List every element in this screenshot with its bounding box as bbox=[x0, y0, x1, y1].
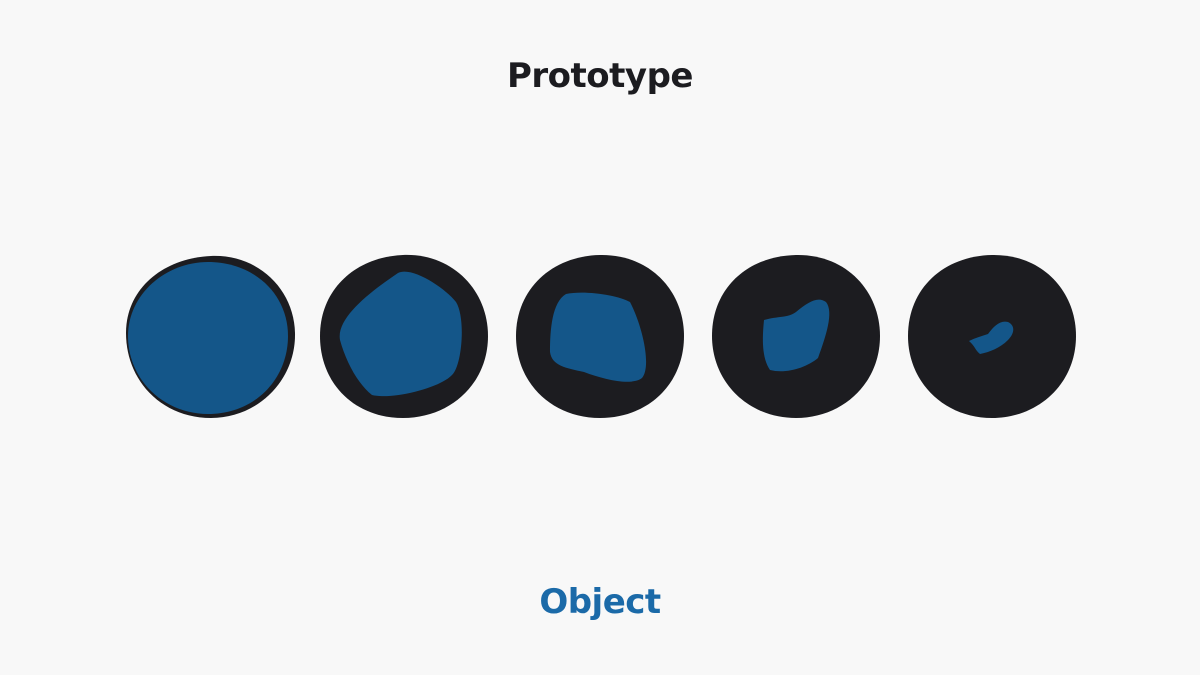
prototype-label: Prototype bbox=[507, 56, 693, 96]
object-shape bbox=[969, 321, 1014, 354]
object-shape bbox=[128, 262, 288, 414]
stage-5 bbox=[908, 254, 1076, 418]
object-shape bbox=[762, 299, 830, 372]
stage-1 bbox=[126, 255, 296, 418]
stage-4 bbox=[712, 254, 880, 418]
object-shape bbox=[550, 292, 647, 382]
object-label: Object bbox=[539, 582, 661, 622]
stage-3 bbox=[516, 254, 684, 418]
stage-2 bbox=[320, 254, 488, 418]
object-shape bbox=[339, 271, 462, 397]
